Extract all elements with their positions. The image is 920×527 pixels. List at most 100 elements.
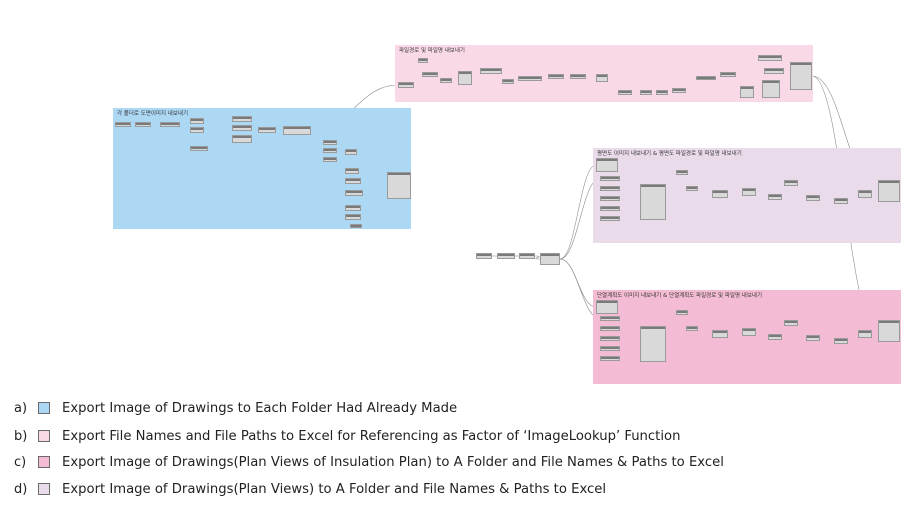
graph-node[interactable]	[345, 178, 361, 184]
graph-node[interactable]	[519, 253, 535, 259]
graph-node[interactable]	[878, 320, 900, 342]
graph-node[interactable]	[784, 320, 798, 326]
legend-text: Export Image of Drawings(Plan Views of I…	[62, 454, 724, 470]
graph-node[interactable]	[502, 79, 514, 84]
graph-node[interactable]	[834, 198, 848, 204]
graph-node[interactable]	[784, 180, 798, 186]
graph-node[interactable]	[600, 356, 620, 361]
graph-node[interactable]	[686, 326, 698, 331]
graph-node[interactable]	[115, 122, 131, 127]
graph-node[interactable]	[806, 195, 820, 201]
graph-node[interactable]	[600, 186, 620, 191]
graph-node[interactable]	[232, 125, 252, 131]
legend-text: Export Image of Drawings(Plan Views) to …	[62, 481, 607, 497]
graph-node[interactable]	[834, 338, 848, 344]
graph-node[interactable]	[878, 180, 900, 202]
graph-node[interactable]	[742, 188, 756, 196]
wire	[534, 255, 541, 260]
graph-node[interactable]	[345, 214, 361, 220]
graph-node[interactable]	[570, 74, 586, 79]
graph-node[interactable]	[600, 316, 620, 321]
node-graph-canvas[interactable]: 각 폴더로 도면이미지 내보내기 파일경로 및 파일명 내보내기 평면도 이미지…	[0, 0, 920, 390]
graph-node[interactable]	[600, 176, 620, 181]
graph-node[interactable]	[458, 71, 472, 85]
graph-node[interactable]	[676, 310, 688, 315]
graph-node[interactable]	[190, 127, 204, 133]
graph-node[interactable]	[600, 206, 620, 211]
graph-node[interactable]	[323, 157, 337, 162]
graph-node[interactable]	[258, 127, 276, 133]
graph-node[interactable]	[232, 116, 252, 122]
graph-node[interactable]	[858, 330, 872, 338]
graph-node[interactable]	[548, 74, 564, 79]
legend-swatch	[38, 402, 50, 414]
graph-node[interactable]	[712, 190, 728, 198]
graph-node[interactable]	[323, 140, 337, 145]
graph-node[interactable]	[480, 68, 502, 74]
graph-node[interactable]	[398, 82, 414, 88]
graph-node[interactable]	[600, 326, 620, 331]
graph-node[interactable]	[758, 55, 782, 61]
graph-node[interactable]	[476, 253, 492, 259]
graph-node[interactable]	[518, 76, 542, 81]
graph-node[interactable]	[656, 90, 668, 95]
graph-node[interactable]	[696, 76, 716, 80]
legend-swatch	[38, 430, 50, 442]
graph-node[interactable]	[440, 78, 452, 83]
graph-node[interactable]	[190, 118, 204, 124]
graph-node[interactable]	[740, 86, 754, 98]
graph-node[interactable]	[676, 170, 688, 175]
graph-node[interactable]	[686, 186, 698, 191]
graph-node[interactable]	[600, 196, 620, 201]
graph-node[interactable]	[600, 216, 620, 221]
legend-text: Export File Names and File Paths to Exce…	[62, 428, 681, 444]
group-title: 각 폴더로 도면이미지 내보내기	[117, 111, 189, 117]
wire	[559, 164, 597, 260]
graph-node[interactable]	[742, 328, 756, 336]
graph-node[interactable]	[712, 330, 728, 338]
legend-item-a: a) Export Image of Drawings to Each Fold…	[14, 398, 457, 418]
graph-node[interactable]	[600, 336, 620, 341]
legend-item-b: b) Export File Names and File Paths to E…	[14, 426, 680, 446]
graph-node[interactable]	[768, 334, 782, 340]
graph-node[interactable]	[768, 194, 782, 200]
graph-node[interactable]	[600, 346, 620, 351]
graph-node[interactable]	[720, 72, 736, 77]
legend-text: Export Image of Drawings to Each Folder …	[62, 400, 458, 416]
group-title: 단열계획도 이미지 내보내기 & 단열계획도 파일경로 및 파일명 내보내기	[597, 293, 763, 299]
graph-node[interactable]	[596, 300, 618, 314]
legend-swatch	[38, 483, 50, 495]
legend-letter: c)	[14, 454, 27, 470]
graph-node[interactable]	[762, 80, 780, 98]
graph-node[interactable]	[764, 68, 784, 74]
legend-letter: b)	[14, 428, 28, 444]
graph-node[interactable]	[640, 326, 666, 362]
graph-node[interactable]	[640, 90, 652, 95]
graph-node[interactable]	[806, 335, 820, 341]
graph-node[interactable]	[596, 74, 608, 82]
graph-node[interactable]	[618, 90, 632, 95]
graph-node[interactable]	[232, 135, 252, 143]
graph-node[interactable]	[497, 253, 515, 259]
graph-node[interactable]	[387, 172, 411, 199]
graph-node[interactable]	[640, 184, 666, 220]
graph-node[interactable]	[345, 168, 359, 174]
graph-node[interactable]	[135, 122, 151, 127]
legend-letter: d)	[14, 481, 28, 497]
graph-node[interactable]	[345, 205, 361, 211]
graph-node[interactable]	[160, 122, 180, 127]
graph-node[interactable]	[345, 190, 363, 196]
graph-node[interactable]	[672, 88, 686, 93]
graph-node[interactable]	[858, 190, 872, 198]
graph-node[interactable]	[345, 149, 357, 155]
graph-node[interactable]	[540, 253, 560, 265]
graph-node[interactable]	[350, 224, 362, 228]
graph-node[interactable]	[596, 158, 618, 172]
graph-node[interactable]	[323, 148, 337, 153]
graph-node[interactable]	[283, 126, 311, 135]
graph-node[interactable]	[418, 58, 428, 63]
graph-node[interactable]	[790, 62, 812, 90]
graph-node[interactable]	[190, 146, 208, 151]
group-title: 평면도 이미지 내보내기 & 평면도 파일경로 및 파일명 내보내기	[597, 151, 742, 157]
graph-node[interactable]	[422, 72, 438, 77]
